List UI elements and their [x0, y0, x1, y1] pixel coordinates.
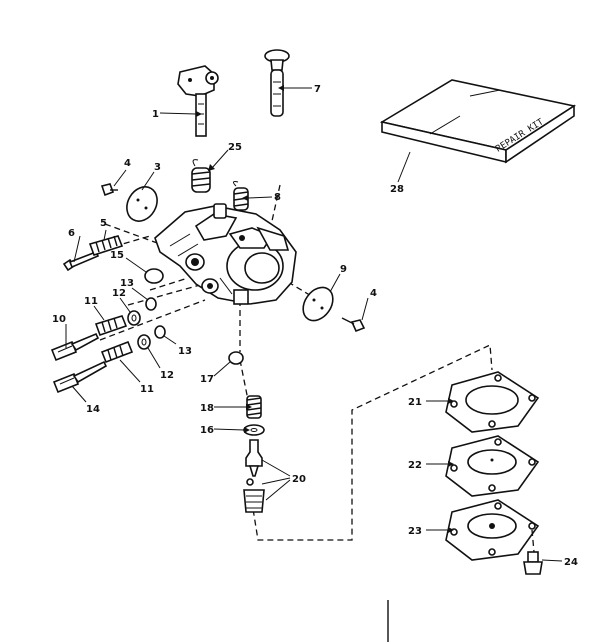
part-carburetor-body: [154, 203, 297, 305]
part-main-needle: [50, 332, 100, 362]
part-idle-spring: [88, 235, 124, 256]
part-idle-needle: [52, 360, 108, 394]
callout-20: 20: [292, 474, 306, 485]
part-small-plug: [228, 351, 244, 365]
callout-22: 22: [408, 460, 422, 471]
callout-11-lower: 11: [140, 384, 154, 395]
callout-28: 28: [390, 184, 404, 195]
callout-5: 5: [100, 218, 107, 229]
part-screw-upper: [100, 183, 118, 197]
callout-7: 7: [314, 84, 321, 95]
callout-15: 15: [110, 250, 124, 261]
callout-4-upper: 4: [124, 158, 131, 169]
part-throttle-shaft: [177, 65, 219, 137]
part-choke-shaft: [264, 49, 290, 117]
callout-12-lower: 12: [160, 370, 174, 381]
part-o-ring-upper: [145, 297, 157, 311]
callout-12-upper: 12: [112, 288, 126, 299]
callout-1: 1: [152, 109, 159, 120]
part-screw-right: [341, 317, 366, 333]
callout-11-upper: 11: [84, 296, 98, 307]
part-washer-upper: [127, 310, 141, 326]
callout-labels: 1 7 25 4 3 8 6 5 15 13 12 11 10 14 11 12…: [52, 84, 578, 568]
leader-lines: [65, 85, 563, 562]
part-washer-lower: [137, 334, 151, 350]
callout-17: 17: [200, 374, 214, 385]
callout-8: 8: [274, 192, 281, 203]
callout-10: 10: [52, 314, 66, 325]
callout-13-lower: 13: [178, 346, 192, 357]
part-gasket-21: [445, 371, 540, 433]
callout-23: 23: [408, 526, 422, 537]
part-cover-screw: [523, 529, 543, 575]
callout-4-right: 4: [370, 288, 377, 299]
part-welch-plug: [144, 268, 164, 284]
callout-13-upper: 13: [120, 278, 134, 289]
part-throttle-spring: [191, 159, 211, 193]
part-repair-kit-box: REPAIR KIT: [379, 79, 577, 164]
part-throttle-plate: [126, 186, 158, 222]
part-inlet-needle-and-seat: [243, 439, 265, 513]
callout-9: 9: [340, 264, 347, 275]
part-diaphragm-22: [445, 435, 540, 497]
part-idle-screw: [62, 250, 100, 272]
callout-18: 18: [200, 403, 214, 414]
callout-24: 24: [564, 557, 578, 568]
callout-3: 3: [154, 162, 161, 173]
part-needle-spring-lower: [100, 340, 134, 364]
callout-6: 6: [68, 228, 75, 239]
part-choke-spring: [232, 181, 249, 211]
part-o-ring-lower: [154, 325, 166, 339]
part-choke-plate: [302, 286, 334, 322]
part-needle-spring-upper: [94, 315, 128, 337]
callout-16: 16: [200, 425, 214, 436]
callout-25: 25: [228, 142, 242, 153]
part-cover-23: [445, 499, 540, 561]
callout-21: 21: [408, 397, 422, 408]
assembly-dashed-lines: [94, 184, 493, 541]
callout-14: 14: [86, 404, 100, 415]
